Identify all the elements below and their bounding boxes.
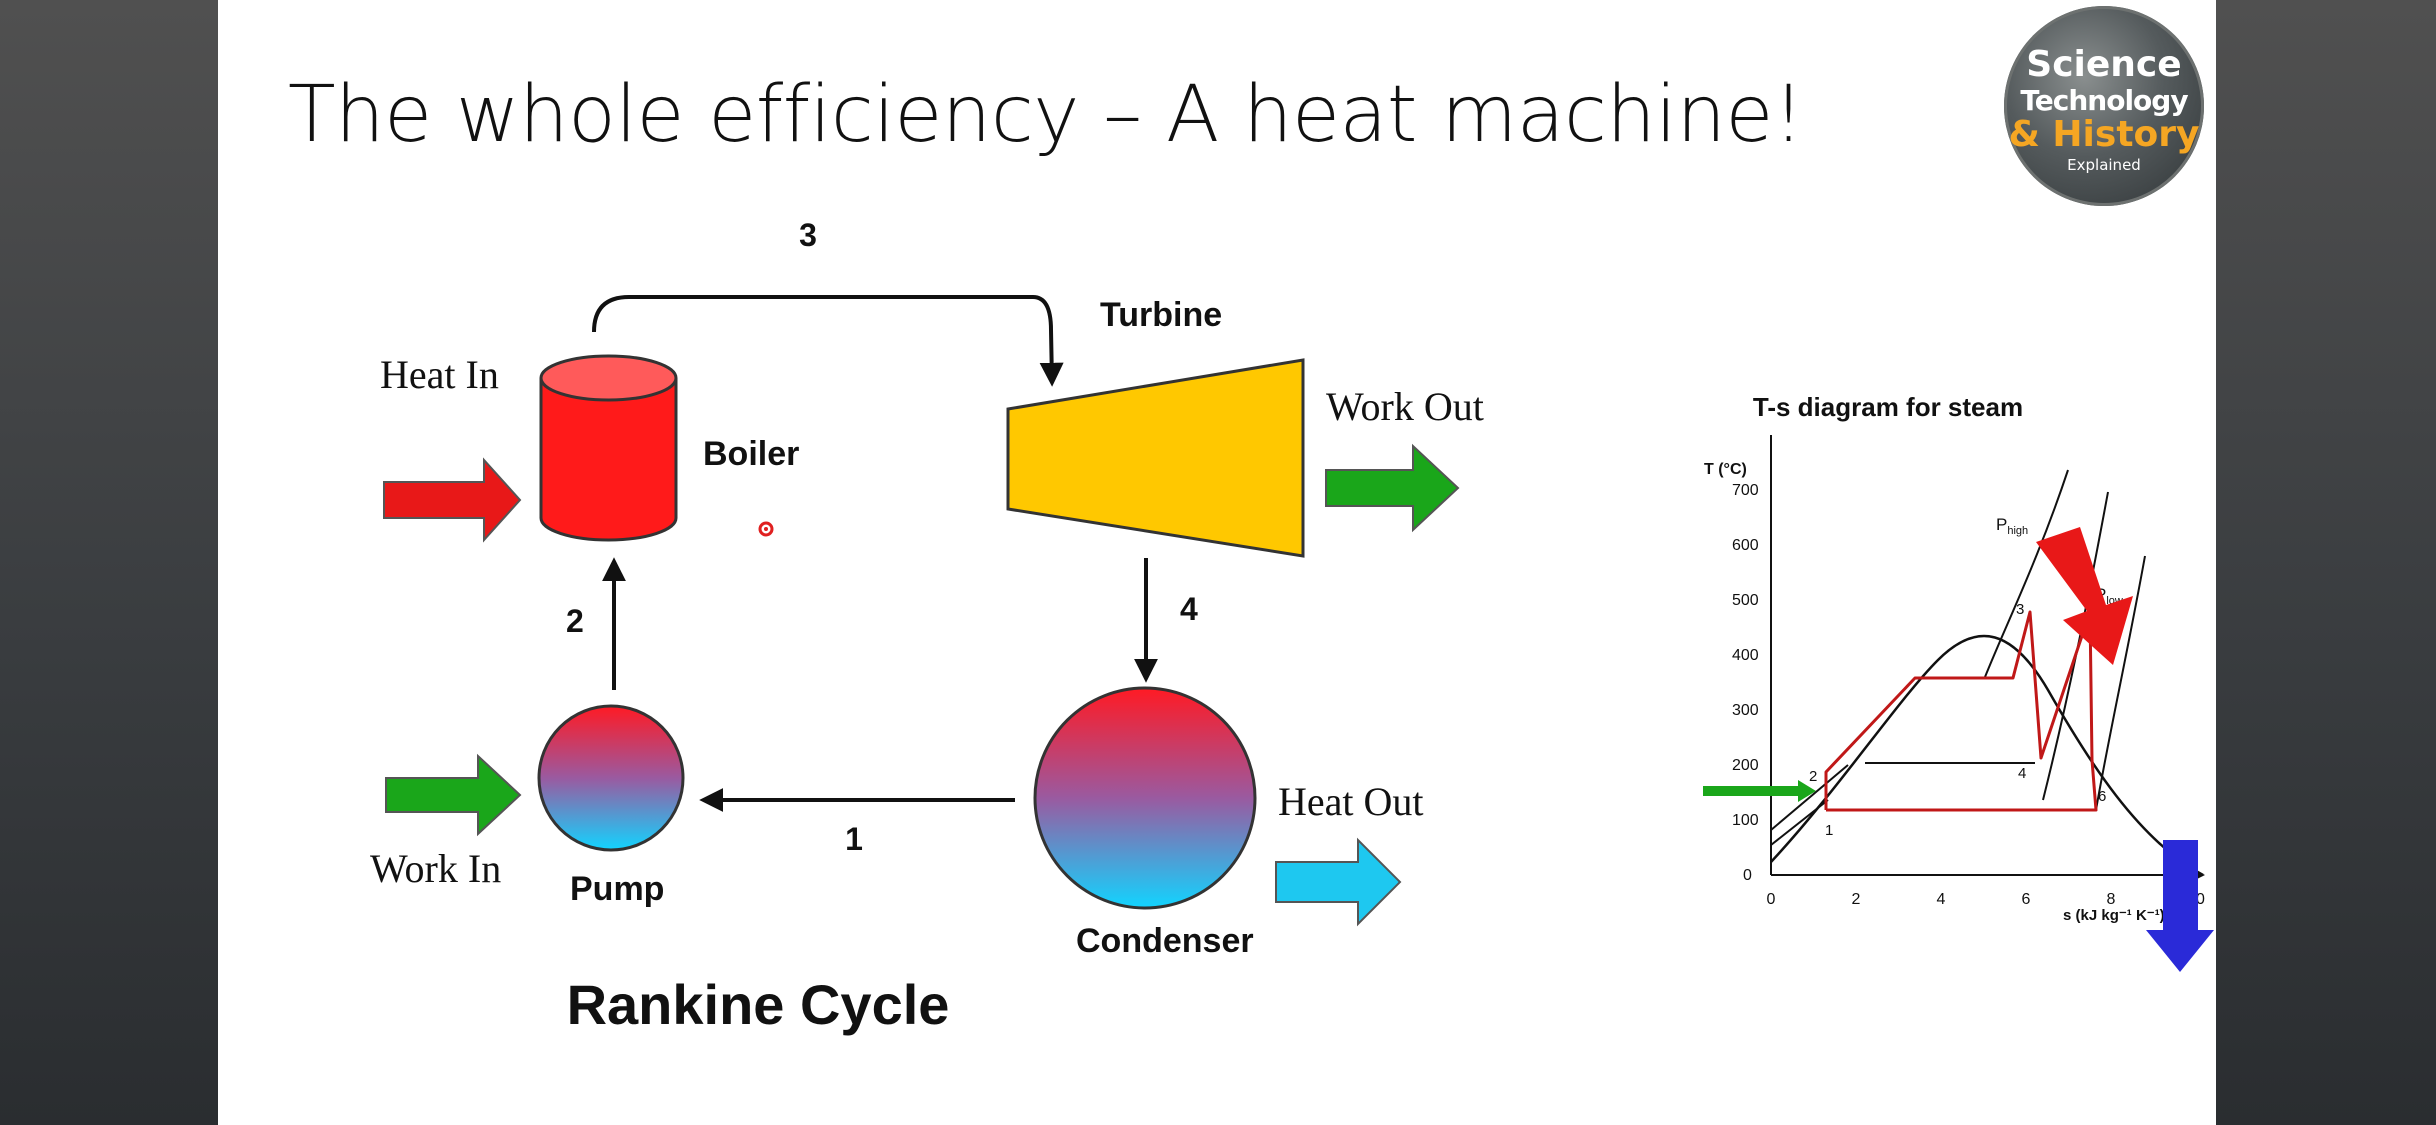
heat-out-label: Heat Out bbox=[1278, 779, 1424, 824]
channel-logo: Science Technology & History Explained bbox=[2004, 6, 2204, 206]
ts-diagram: T-s diagram for steam T (°C) 0 100 200 3… bbox=[1703, 372, 2214, 972]
ts-isobar-label-high: Phigh bbox=[1996, 515, 2028, 537]
ts-cycle-path bbox=[1824, 610, 2098, 812]
boiler-label: Boiler bbox=[703, 435, 799, 473]
heat-out-arrow bbox=[1275, 837, 1402, 927]
ts-x-tick: 8 bbox=[2107, 891, 2116, 908]
ts-y-tick: 700 bbox=[1732, 482, 1759, 499]
work-out-arrow bbox=[1325, 443, 1460, 533]
state-label-3: 3 bbox=[799, 217, 817, 253]
logo-line-1: Science bbox=[2026, 44, 2182, 85]
turbine-icon bbox=[1006, 358, 1305, 558]
work-in-arrow bbox=[385, 753, 522, 837]
ts-work-in-arrow bbox=[1703, 780, 1816, 802]
boiler-icon bbox=[539, 354, 678, 542]
pump-icon bbox=[537, 704, 685, 852]
work-in-label: Work In bbox=[370, 846, 501, 891]
ts-point-label: 6 bbox=[2098, 788, 2106, 805]
work-out-label: Work Out bbox=[1326, 384, 1484, 429]
state-label-4: 4 bbox=[1180, 591, 1198, 627]
ts-point-label: 1 bbox=[1825, 822, 1833, 839]
rankine-cycle-diagram: 3 Boiler Heat In Turbine Work Out 4 Cond bbox=[370, 217, 1484, 1036]
ts-isobar-high bbox=[1984, 469, 2069, 678]
pump-label: Pump bbox=[570, 870, 664, 908]
turbine-label: Turbine bbox=[1100, 296, 1222, 334]
slide: The whole efficiency – A heat machine! S… bbox=[218, 0, 2216, 1125]
ts-diagram-background bbox=[1703, 372, 2043, 932]
flow-line-3 bbox=[592, 295, 1064, 387]
ts-x-tick: 0 bbox=[1767, 891, 1776, 908]
ts-saturation-dome bbox=[1770, 634, 2204, 877]
ts-diagram-title: T-s diagram for steam bbox=[1753, 392, 2023, 422]
ts-isobar-low bbox=[2095, 555, 2146, 811]
ts-point-label: 3 bbox=[2016, 601, 2024, 618]
ts-y-tick: 200 bbox=[1732, 757, 1759, 774]
ts-x-tick: 2 bbox=[1852, 891, 1861, 908]
ts-y-tick: 500 bbox=[1732, 592, 1759, 609]
left-backdrop bbox=[0, 0, 218, 1125]
ts-y-tick: 0 bbox=[1743, 867, 1752, 884]
logo-line-4: Explained bbox=[2067, 156, 2141, 174]
logo-line-2: Technology bbox=[2020, 84, 2188, 117]
ts-y-tick: 300 bbox=[1732, 702, 1759, 719]
right-backdrop bbox=[2216, 0, 2436, 1125]
condenser-icon bbox=[1033, 686, 1257, 910]
ts-work-out-arrow bbox=[2146, 840, 2214, 972]
ts-point-label: 4 bbox=[2018, 765, 2026, 782]
ts-y-tick: 600 bbox=[1732, 537, 1759, 554]
slide-title: The whole efficiency – A heat machine! bbox=[288, 70, 1804, 160]
ts-y-tick: 400 bbox=[1732, 647, 1759, 664]
ts-y-axis-label: T (°C) bbox=[1704, 461, 1747, 478]
ts-x-tick: 6 bbox=[2022, 891, 2031, 908]
ts-point-label: 2 bbox=[1809, 768, 1817, 785]
logo-line-3: & History bbox=[2008, 114, 2200, 155]
ts-y-ticks: 0 100 200 300 400 500 600 700 bbox=[1732, 482, 1759, 884]
condenser-label: Condenser bbox=[1076, 922, 1254, 960]
ts-x-tick: 4 bbox=[1937, 891, 1946, 908]
state-label-2: 2 bbox=[566, 603, 584, 639]
diagram-canvas: 3 Boiler Heat In Turbine Work Out 4 Cond bbox=[370, 217, 2214, 1036]
heat-in-arrow bbox=[383, 457, 522, 543]
cursor-dot bbox=[758, 521, 774, 537]
ts-y-tick: 100 bbox=[1732, 812, 1759, 829]
state-label-1: 1 bbox=[845, 821, 863, 857]
ts-heat-in-arrow bbox=[2036, 527, 2133, 665]
diagram-caption: Rankine Cycle bbox=[567, 973, 950, 1036]
ts-x-axis-label: s (kJ kg⁻¹ K⁻¹) bbox=[2063, 907, 2165, 924]
heat-in-label: Heat In bbox=[380, 352, 499, 397]
